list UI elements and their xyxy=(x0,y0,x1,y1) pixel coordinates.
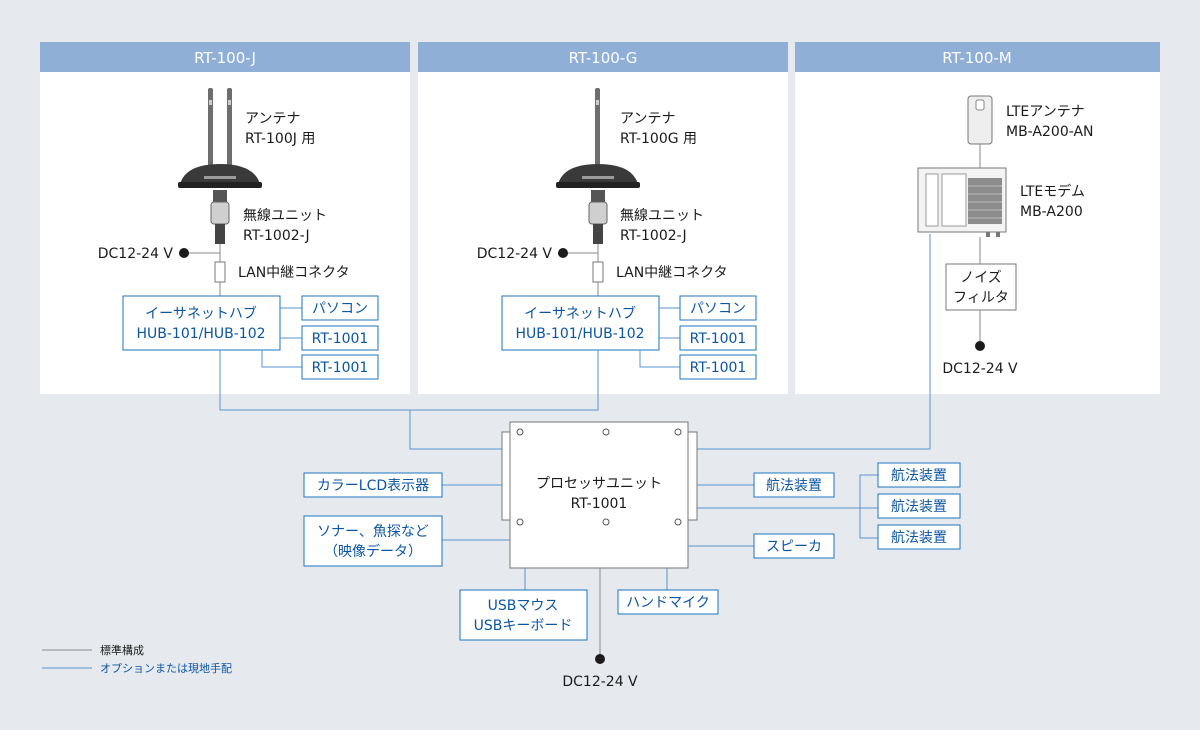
rt100g-antenna-label-1: アンテナ xyxy=(620,111,675,127)
nav-device-box-4: 航法装置 xyxy=(877,524,961,550)
rt100g-hub-label-1: イーサネットハブ xyxy=(524,305,636,322)
processor-label-1: プロセッサユニット xyxy=(536,476,662,492)
noise-filter-label-2: フィルタ xyxy=(953,290,1009,306)
rt100j-radio-unit-label-1: 無線ユニット xyxy=(243,208,327,224)
rt100g-radio-unit-label-1: 無線ユニット xyxy=(620,208,704,224)
lcd-display-box: カラーLCD表示器 xyxy=(303,472,443,498)
rt100j-pc-label: パソコン xyxy=(312,301,368,317)
usb-devices-box: USBマウス USBキーボード xyxy=(459,589,588,641)
rt100j-antenna-icon xyxy=(178,88,262,244)
nav-device-box-3: 航法装置 xyxy=(877,493,961,519)
rt100g-lan-connector xyxy=(592,261,604,283)
hand-mic-label: ハンドマイク xyxy=(626,595,710,611)
rt100g-radio-unit-label-2: RT-1002-J xyxy=(620,228,687,244)
rt100j-antenna-label-2: RT-100J 用 xyxy=(245,131,315,147)
rt100g-rt1001-box-2: RT-1001 xyxy=(679,354,757,380)
nav-device-label-4: 航法装置 xyxy=(891,530,947,546)
lte-modem-icon xyxy=(917,167,1007,237)
rt100j-hub-label-1: イーサネットハブ xyxy=(145,305,257,322)
noise-filter-label-1: ノイズ xyxy=(960,270,1002,286)
rt100g-hub-label-2: HUB-101/HUB-102 xyxy=(515,326,644,342)
rt100g-dc-label: DC12-24 V xyxy=(477,246,553,262)
nav-device-label-2: 航法装置 xyxy=(891,468,947,484)
rt100j-dc-dot xyxy=(179,248,189,258)
rt100j-antenna-label-1: アンテナ xyxy=(245,111,300,127)
rt100g-antenna-label-2: RT-100G 用 xyxy=(620,131,697,147)
sonar-label-1: ソナー、魚探など xyxy=(317,524,429,540)
usb-label-1: USBマウス xyxy=(488,598,559,614)
rt100g-hub-box: イーサネットハブ HUB-101/HUB-102 xyxy=(501,295,660,351)
processor-dc-label: DC12-24 V xyxy=(562,674,638,690)
rt100g-rt1001-label-1: RT-1001 xyxy=(690,331,747,347)
rt100j-hub-label-2: HUB-101/HUB-102 xyxy=(136,326,265,342)
rt100j-rt1001-label-1: RT-1001 xyxy=(312,331,369,347)
legend-option-label: オプションまたは現地手配 xyxy=(100,661,232,675)
rt100g-pc-box: パソコン xyxy=(679,295,757,321)
rt100j-radio-unit-label-2: RT-1002-J xyxy=(243,228,310,244)
panel-title-rt100g: RT-100-G xyxy=(569,49,638,67)
lte-antenna-icon xyxy=(967,95,993,168)
legend-standard-label: 標準構成 xyxy=(100,643,144,657)
rt100j-rt1001-label-2: RT-1001 xyxy=(312,360,369,376)
lte-modem-label-1: LTEモデム xyxy=(1020,183,1085,200)
processor-dc-dot xyxy=(595,654,605,664)
rt100g-lan-label: LAN中継コネクタ xyxy=(616,265,728,281)
rt100g-pc-label: パソコン xyxy=(690,301,746,317)
rt100g-rt1001-box-1: RT-1001 xyxy=(679,325,757,351)
lte-modem-label-2: MB-A200 xyxy=(1020,204,1083,220)
nav-device-box-2: 航法装置 xyxy=(877,462,961,488)
rt100j-dc-label: DC12-24 V xyxy=(98,246,174,262)
lte-antenna-label-1: LTEアンテナ xyxy=(1006,104,1085,120)
panel-title-rt100j: RT-100-J xyxy=(194,49,256,67)
rt100j-hub-box: イーサネットハブ HUB-101/HUB-102 xyxy=(122,295,281,351)
rt100j-rt1001-box-2: RT-1001 xyxy=(301,354,379,380)
rt100j-lan-connector xyxy=(214,261,226,283)
rt100j-rt1001-box-1: RT-1001 xyxy=(301,325,379,351)
panel-title-rt100m: RT-100-M xyxy=(942,49,1012,67)
hand-mic-box: ハンドマイク xyxy=(617,589,719,615)
processor-label-2: RT-1001 xyxy=(571,496,628,512)
sonar-box: ソナー、魚探など （映像データ） xyxy=(303,515,443,567)
rt100g-rt1001-label-2: RT-1001 xyxy=(690,360,747,376)
rt100m-dc-label: DC12-24 V xyxy=(942,361,1018,377)
legend: 標準構成 オプションまたは現地手配 xyxy=(42,643,232,675)
rt100j-pc-box: パソコン xyxy=(301,295,379,321)
usb-label-2: USBキーボード xyxy=(474,618,573,634)
lcd-display-label: カラーLCD表示器 xyxy=(317,478,429,494)
nav-device-label-1: 航法装置 xyxy=(766,478,822,494)
rt100g-antenna-icon xyxy=(556,88,640,244)
rt100m-dc-dot xyxy=(975,341,985,351)
speaker-label: スピーカ xyxy=(766,539,822,555)
sonar-label-2: （映像データ） xyxy=(324,543,422,560)
rt100g-dc-dot xyxy=(558,248,568,258)
noise-filter-box: ノイズ フィルタ xyxy=(945,263,1017,311)
nav-device-box-1: 航法装置 xyxy=(753,472,835,498)
lte-antenna-label-2: MB-A200-AN xyxy=(1006,124,1094,140)
rt100j-lan-label: LAN中継コネクタ xyxy=(238,265,350,281)
nav-device-label-3: 航法装置 xyxy=(891,499,947,515)
speaker-box: スピーカ xyxy=(753,533,835,559)
processor-unit: プロセッサユニット RT-1001 xyxy=(501,421,698,569)
